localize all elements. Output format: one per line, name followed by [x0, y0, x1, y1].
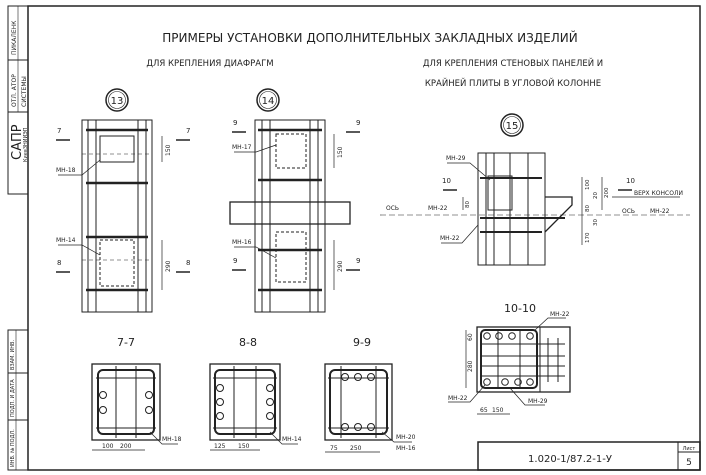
svg-text:10-10: 10-10 [504, 302, 536, 315]
svg-text:7-7: 7-7 [117, 336, 135, 349]
svg-text:КиевЗНИИЭП: КиевЗНИИЭП [23, 127, 29, 162]
svg-text:МН-22: МН-22 [550, 311, 570, 318]
svg-text:9-9: 9-9 [353, 336, 371, 349]
svg-text:15: 15 [506, 121, 519, 132]
svg-text:МН-22: МН-22 [650, 208, 670, 215]
svg-text:ИНВ. № ПОДЛ.: ИНВ. № ПОДЛ. [10, 429, 16, 467]
svg-text:ОСЬ: ОСЬ [386, 205, 399, 212]
svg-text:ПИКАЛЕНК: ПИКАЛЕНК [11, 20, 18, 55]
svg-text:8: 8 [186, 259, 190, 267]
svg-text:МН-16: МН-16 [396, 445, 416, 452]
svg-text:65: 65 [480, 407, 488, 414]
svg-text:280: 280 [467, 360, 474, 372]
svg-text:8: 8 [57, 259, 61, 267]
svg-text:СИСТЕМЫ: СИСТЕМЫ [21, 76, 28, 107]
svg-text:МН-22: МН-22 [448, 395, 468, 402]
svg-text:150: 150 [165, 144, 172, 156]
section-7-7: 7-7 100 200 МН-18 [91, 336, 182, 451]
node-15: 15 МН-29 ОСЬ МН-22 МН-22 80 100 20 200 8… [380, 113, 690, 266]
section-8-8: 8-8 125 150 МН-14 [209, 336, 302, 451]
svg-text:200: 200 [120, 443, 132, 450]
svg-text:9: 9 [356, 119, 360, 127]
svg-text:14: 14 [262, 96, 275, 107]
svg-text:170: 170 [585, 232, 591, 243]
svg-text:80: 80 [585, 205, 591, 212]
svg-text:290: 290 [165, 260, 172, 272]
svg-text:150: 150 [492, 407, 504, 414]
section-10-10: 10-10 МН-22 60 280 МН-22 МН-29 65 150 [448, 302, 571, 415]
svg-text:7: 7 [57, 127, 61, 135]
sheet-title: ПРИМЕРЫ УСТАНОВКИ ДОПОЛНИТЕЛЬНЫХ ЗАКЛАДН… [162, 30, 577, 45]
svg-text:75: 75 [330, 445, 338, 452]
svg-text:125: 125 [214, 443, 226, 450]
svg-text:САПР: САПР [10, 124, 25, 160]
svg-text:9: 9 [356, 257, 360, 265]
subtitle-right-1: ДЛЯ КРЕПЛЕНИЯ СТЕНОВЫХ ПАНЕЛЕЙ И [423, 57, 603, 69]
svg-text:10: 10 [442, 177, 451, 185]
drawing-code: 1.020-1/87.2-1-У [528, 454, 612, 465]
svg-text:10: 10 [626, 177, 635, 185]
svg-text:МН-16: МН-16 [232, 239, 252, 246]
svg-text:МН-18: МН-18 [162, 436, 182, 443]
svg-text:8-8: 8-8 [239, 336, 257, 349]
title-block: 1.020-1/87.2-1-У Лист 5 [477, 441, 701, 471]
sheet-label: Лист [683, 446, 696, 452]
subtitle-left: ДЛЯ КРЕПЛЕНИЯ ДИАФРАГМ [146, 59, 273, 69]
left-stamp: ПИКАЛЕНК ОТЛ. АТОР СИСТЕМЫ САПР КиевЗНИИ… [7, 5, 29, 471]
svg-text:30: 30 [593, 219, 599, 226]
section-9-9: 9-9 75 250 МН-20 МН-16 [324, 336, 416, 453]
svg-text:МН-22: МН-22 [440, 235, 460, 242]
svg-text:МН-17: МН-17 [232, 144, 252, 151]
svg-text:МН-20: МН-20 [396, 434, 416, 441]
svg-text:150: 150 [337, 146, 344, 158]
svg-text:МН-29: МН-29 [446, 155, 466, 162]
svg-text:13: 13 [111, 96, 124, 107]
svg-text:ВЕРХ КОНСОЛИ: ВЕРХ КОНСОЛИ [634, 190, 683, 197]
svg-text:ВЗАМ. ИНВ.: ВЗАМ. ИНВ. [10, 340, 16, 370]
node-14: 14 МН-17 МН-16 150 290 9 9 9 9 [229, 88, 360, 313]
svg-text:7: 7 [186, 127, 190, 135]
svg-text:ОСЬ: ОСЬ [622, 208, 635, 215]
svg-text:МН-18: МН-18 [56, 167, 76, 174]
svg-text:МН-14: МН-14 [282, 436, 302, 443]
svg-text:ОТЛ. АТОР: ОТЛ. АТОР [11, 74, 18, 107]
svg-text:МН-22: МН-22 [428, 205, 448, 212]
svg-text:9: 9 [233, 257, 237, 265]
node-13: 13 МН-18 МН-14 150 290 7 7 8 8 [56, 88, 190, 313]
subtitle-right-2: КРАЙНЕЙ ПЛИТЫ В УГЛОВОЙ КОЛОННЕ [425, 77, 601, 89]
svg-text:20: 20 [593, 192, 599, 199]
svg-text:МН-14: МН-14 [56, 237, 76, 244]
svg-text:100: 100 [585, 179, 591, 190]
sheet-frame [27, 5, 701, 471]
svg-text:100: 100 [102, 443, 114, 450]
svg-text:80: 80 [465, 201, 471, 208]
svg-text:200: 200 [604, 187, 610, 198]
svg-text:150: 150 [238, 443, 250, 450]
svg-text:9: 9 [233, 119, 237, 127]
sheet-number: 5 [686, 458, 692, 468]
svg-text:60: 60 [467, 333, 474, 341]
svg-text:МН-29: МН-29 [528, 398, 548, 405]
svg-text:290: 290 [337, 260, 344, 272]
svg-text:ПОДП. И ДАТА: ПОДП. И ДАТА [10, 379, 16, 417]
svg-text:250: 250 [350, 445, 362, 452]
